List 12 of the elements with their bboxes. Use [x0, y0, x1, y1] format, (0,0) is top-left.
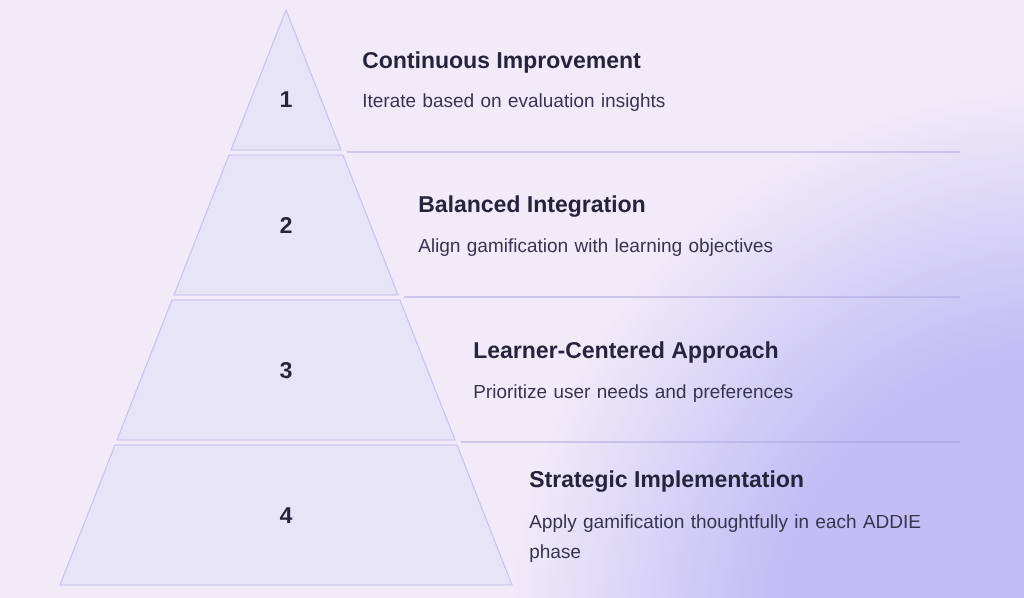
tier-description: Apply gamification thoughtfully in each ADDIE phase	[529, 514, 921, 562]
tier-heading: Continuous Improvement	[363, 51, 641, 73]
tier-heading: Learner-Centered Approach	[474, 341, 778, 363]
tier-description: Iterate based on evaluation insights	[363, 93, 665, 111]
tier-heading: Strategic Implementation	[529, 470, 803, 492]
pyramid-tier: 4	[59, 444, 513, 586]
pyramid-tier: 3	[116, 299, 456, 441]
pyramid-tier: 2	[173, 154, 399, 296]
tier-heading: Balanced Integration	[419, 195, 645, 217]
pyramid-tier: 1	[230, 9, 342, 151]
tier-description: Align gamification with learning objectives	[418, 238, 773, 256]
tier-description: Prioritize user needs and preferences	[474, 384, 793, 402]
